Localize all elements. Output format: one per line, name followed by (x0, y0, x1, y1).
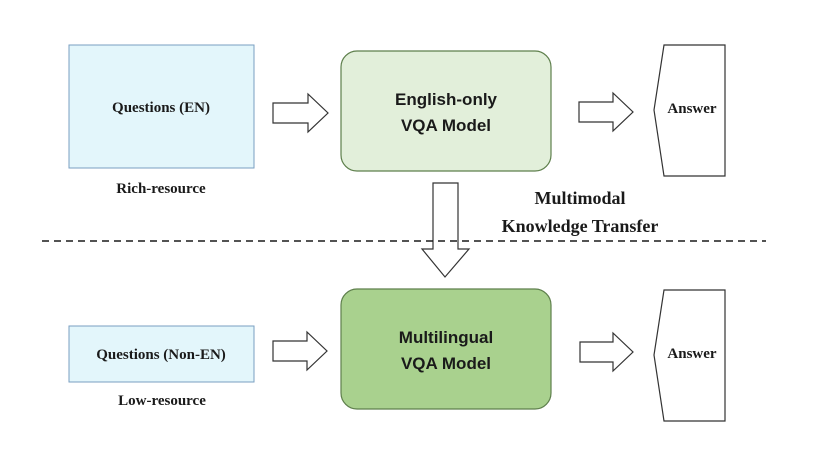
top-input-box (68, 44, 255, 169)
transfer-down-arrow (420, 182, 471, 278)
bottom-input-caption: Low-resource (118, 393, 206, 409)
transfer-section: Multimodal Knowledge Transfer (42, 182, 766, 278)
bottom-answer-shape (653, 289, 726, 422)
top-answer-label: Answer (667, 101, 717, 117)
top-answer-shape (653, 44, 726, 177)
bottom-input-box (68, 325, 255, 383)
top-input-to-model-arrow (272, 92, 329, 134)
transfer-label-line2: Knowledge Transfer (502, 216, 659, 236)
transfer-label-line1: Multimodal (534, 188, 625, 208)
bottom-model-label-line1: Multilingual (399, 328, 493, 347)
bottom-answer-label: Answer (667, 346, 717, 362)
top-model-to-answer-arrow (578, 91, 634, 133)
bottom-input-to-model-arrow (272, 330, 328, 372)
top-row: Questions (EN) Rich-resource English-onl… (68, 44, 726, 197)
top-input-caption: Rich-resource (116, 181, 206, 197)
bottom-model-to-answer-arrow (579, 331, 634, 373)
bottom-row: Questions (Non-EN) Low-resource Multilin… (68, 288, 726, 422)
top-input-label: Questions (EN) (112, 100, 210, 116)
top-model-box (340, 50, 552, 172)
bottom-input-label: Questions (Non-EN) (96, 347, 226, 363)
bottom-model-box (340, 288, 552, 410)
top-model-label-line1: English-only (395, 90, 498, 109)
bottom-model-label-line2: VQA Model (401, 354, 491, 373)
top-model-label-line2: VQA Model (401, 116, 491, 135)
